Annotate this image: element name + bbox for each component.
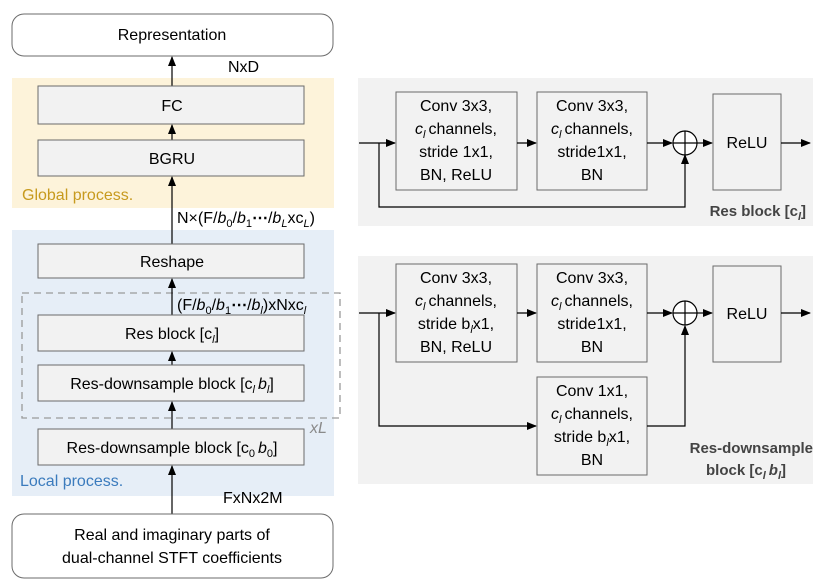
- rd-relu-box: [712, 265, 782, 363]
- rb-relu-box: [712, 93, 782, 191]
- rd-conv1-line1: Conv 3x3,: [420, 270, 492, 287]
- fc-box: [37, 85, 305, 125]
- rd-caption-line1: Res-downsample: [690, 440, 813, 457]
- rd-conv1-box: [395, 263, 518, 363]
- rd-conv2-line4: BN: [581, 339, 603, 356]
- rd-relu-label: ReLU: [727, 306, 768, 323]
- rb-conv2-line3: stride1x1,: [557, 144, 626, 161]
- bgru-label: BGRU: [149, 151, 195, 168]
- repeat-xl-label: xL: [309, 420, 327, 437]
- rd-conv3-line1: Conv 1x1,: [556, 383, 628, 400]
- rd-conv2-line1: Conv 3x3,: [556, 270, 628, 287]
- bgru-box: [37, 139, 305, 177]
- rd-conv3-line4: BN: [581, 452, 603, 469]
- reshape-label: Reshape: [140, 254, 204, 271]
- fxn-dim-label: FxNx2M: [223, 490, 283, 507]
- global-dim-label: N×(F/b0/b1⋯/bLxcL): [177, 210, 315, 230]
- rb-skip-line: [378, 143, 689, 208]
- nxd-dim-label: NxD: [228, 59, 259, 76]
- reshape-box: [37, 243, 305, 279]
- repeat-group: [21, 292, 341, 419]
- rd-conv2-line3: stride1x1,: [557, 316, 626, 333]
- input-label-line1: Real and imaginary parts of: [74, 527, 270, 544]
- res-down-block0-box: [37, 428, 305, 466]
- res-down-block-box: [37, 364, 305, 402]
- rb-sum-node: [672, 130, 698, 156]
- input-box: [11, 513, 334, 579]
- rb-caption: Res block [cl]: [710, 203, 806, 223]
- res-block-label: Res block [cl]: [125, 326, 219, 346]
- rb-conv2-box: [536, 91, 648, 191]
- rb-conv1-line3: stride 1x1,: [419, 144, 493, 161]
- local-process-label: Local process.: [20, 473, 123, 490]
- fc-label: FC: [161, 98, 182, 115]
- rd-conv3-line3: stride blx1,: [554, 429, 630, 449]
- rd-conv3-box: [536, 376, 648, 476]
- rd-conv3-to-sum: [647, 325, 689, 427]
- input-label-line2: dual-channel STFT coefficients: [62, 550, 282, 567]
- local-dim-label: (F/b0/b1⋯/bl)xNxcl: [177, 297, 307, 317]
- global-process-label: Global process.: [22, 187, 133, 204]
- rd-sum-node: [672, 300, 698, 326]
- rb-conv2-line4: BN: [581, 167, 603, 184]
- rb-conv1-box: [395, 91, 518, 191]
- rb-conv1-line1: Conv 3x3,: [420, 98, 492, 115]
- representation-label: Representation: [118, 27, 227, 44]
- rd-conv2-box: [536, 263, 648, 363]
- rd-skip-line: [378, 313, 537, 430]
- rd-conv1-line4: BN, ReLU: [420, 339, 492, 356]
- rb-conv2-line1: Conv 3x3,: [556, 98, 628, 115]
- rb-relu-label: ReLU: [727, 135, 768, 152]
- rd-conv1-line3: stride blx1,: [418, 316, 494, 336]
- rb-conv1-line4: BN, ReLU: [420, 167, 492, 184]
